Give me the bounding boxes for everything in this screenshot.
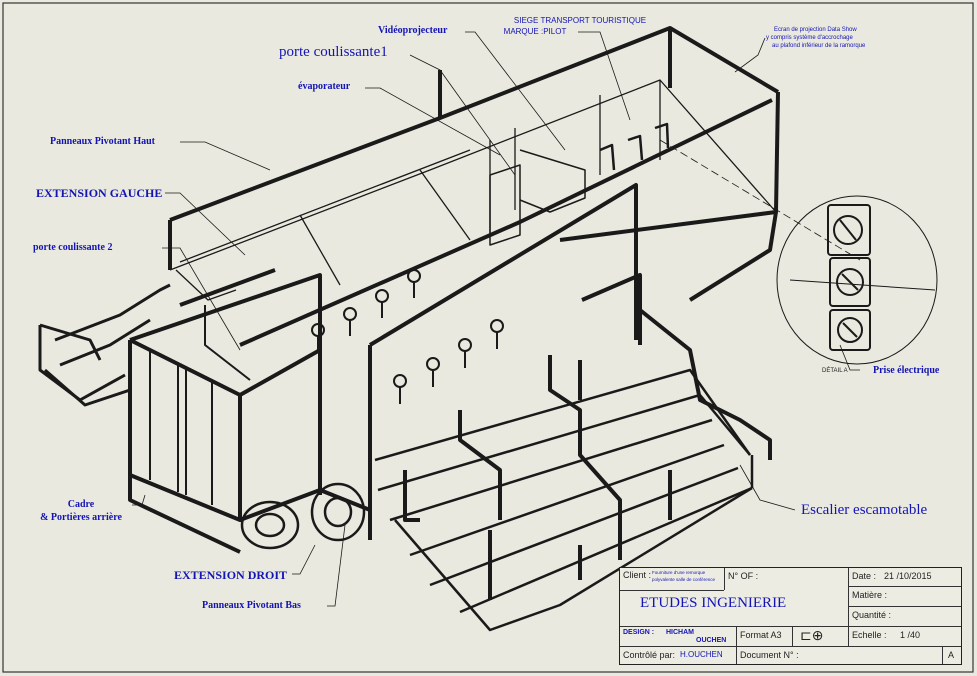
company-name: ETUDES INGENIERIE bbox=[640, 595, 787, 611]
echelle-value: 1 /40 bbox=[900, 630, 921, 640]
leader-lines bbox=[132, 31, 861, 607]
label-panneaux-pivotant-bas: Panneaux Pivotant Bas bbox=[202, 600, 301, 611]
detail-a-view bbox=[776, 195, 938, 365]
document-label: Document N° : bbox=[740, 650, 799, 660]
client-value-line2: polyvalente salle de conférence bbox=[652, 577, 716, 582]
chassis bbox=[128, 350, 371, 554]
matiere-label: Matière : bbox=[852, 590, 888, 600]
label-cadre-line1: Cadre bbox=[67, 499, 95, 510]
electrical-outlet-1 bbox=[827, 204, 871, 256]
tourist-seats bbox=[599, 122, 670, 171]
electrical-outlet-2 bbox=[829, 257, 871, 307]
title-block: Client : Fourniture d'une remorque polyv… bbox=[619, 567, 962, 665]
label-siege-line2: MARQUE :PILOT bbox=[503, 27, 567, 36]
right-side-wall bbox=[368, 183, 778, 540]
label-porte-coulissante-1: porte coulissante1 bbox=[279, 44, 388, 60]
left-extension bbox=[128, 268, 322, 522]
client-label: Client : bbox=[623, 570, 652, 580]
label-extension-gauche: EXTENSION GAUCHE bbox=[36, 186, 163, 200]
roof-structure bbox=[168, 26, 780, 347]
designer-line1: HICHAM bbox=[666, 629, 694, 636]
roof-panels bbox=[169, 79, 777, 301]
label-ecran-line1: Ecran de projection Data Show bbox=[774, 27, 857, 33]
label-siege-line1: SIEGE TRANSPORT TOURISTIQUE bbox=[513, 16, 647, 25]
format-value: Format A3 bbox=[740, 630, 782, 640]
label-videoprojecteur: Vidéoprojecteur bbox=[378, 25, 448, 36]
wheel-rear bbox=[240, 500, 300, 550]
electrical-outlet-3 bbox=[829, 309, 871, 351]
controle-value: H.OUCHEN bbox=[680, 650, 723, 659]
left-stair bbox=[38, 283, 171, 407]
client-value-line1: Fourniture d'une remorque bbox=[652, 570, 706, 575]
echelle-label: Echelle : bbox=[852, 630, 887, 640]
label-prise-electrique: Prise électrique bbox=[873, 365, 940, 376]
revision-value: A bbox=[948, 650, 955, 660]
label-porte-coulissante-2: porte coulissante 2 bbox=[33, 242, 113, 253]
of-label: N° OF : bbox=[728, 571, 759, 581]
label-detail-a: DÉTAIL A bbox=[822, 368, 848, 374]
label-evaporateur: évaporateur bbox=[298, 81, 351, 92]
seat-row bbox=[311, 269, 504, 404]
label-panneaux-pivotant-haut: Panneaux Pivotant Haut bbox=[50, 136, 156, 147]
label-cadre-line2: & Portières arrière bbox=[40, 512, 122, 523]
date-value: 21 /10/2015 bbox=[884, 571, 932, 581]
quantite-label: Quantité : bbox=[852, 610, 892, 620]
rear-doors bbox=[149, 305, 251, 505]
label-escalier-escamotable: Escalier escamotable bbox=[801, 502, 928, 518]
label-ecran-line2: y compris système d'accrochage bbox=[766, 35, 853, 41]
projection-symbol-icon: ⊏⊕ bbox=[800, 627, 824, 643]
stair-railings bbox=[403, 308, 772, 600]
wheel-front bbox=[310, 482, 366, 542]
design-label: DESIGN : bbox=[623, 629, 655, 636]
label-ecran-line3: au plafond inférieur de la ramorque bbox=[772, 43, 866, 49]
controle-label: Contrôlé par: bbox=[623, 650, 676, 660]
designer-line2: OUCHEN bbox=[696, 637, 727, 644]
label-extension-droit: EXTENSION DROIT bbox=[174, 568, 288, 582]
date-label: Date : bbox=[852, 571, 877, 581]
